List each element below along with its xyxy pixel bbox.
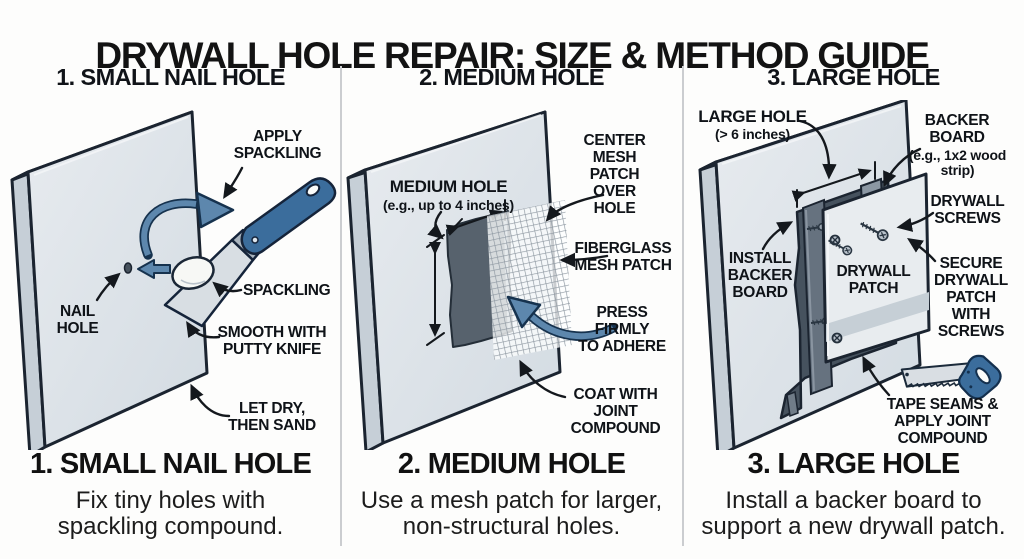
drywall-screw-icon bbox=[860, 222, 889, 242]
callout-let-dry: LET DRY, THEN SAND bbox=[228, 400, 316, 435]
callout-center-mesh: CENTER MESH PATCH OVER HOLE bbox=[583, 132, 646, 218]
footer-title: 3. LARGE HOLE bbox=[747, 448, 961, 480]
panel-2-header: 2. MEDIUM HOLE bbox=[419, 64, 604, 90]
spackling-blob bbox=[171, 256, 215, 290]
medium-hole-drawing bbox=[346, 110, 618, 450]
footer-title: 2. MEDIUM HOLE bbox=[397, 448, 626, 480]
large-hole-illustration: LARGE HOLE (> 6 inches) BACKER BOARD (e.… bbox=[683, 100, 1024, 450]
saw-icon bbox=[900, 354, 1002, 400]
callout-smooth: SMOOTH WITH PUTTY KNIFE bbox=[217, 324, 327, 359]
column-divider bbox=[682, 66, 684, 546]
footer-desc: Fix tiny holes with spackling compound. bbox=[57, 487, 284, 540]
panel-bevel bbox=[721, 105, 902, 165]
fiberglass-mesh-patch bbox=[487, 200, 572, 360]
callout-fiberglass: FIBERGLASS MESH PATCH bbox=[574, 240, 672, 275]
large-hole-drawing bbox=[698, 100, 1002, 450]
column-divider bbox=[340, 66, 342, 546]
dimension-arrows bbox=[791, 161, 876, 208]
small-hole-illustration: APPLY SPACKLING NAIL HOLE SPACKLING SMOO… bbox=[0, 100, 341, 450]
callout-spackling: SPACKLING bbox=[243, 282, 331, 299]
callout-medium-hole-sub: (e.g., up to 4 inches) bbox=[383, 197, 514, 213]
patch-screw-icon bbox=[831, 332, 843, 344]
press-arrow-icon bbox=[506, 295, 618, 341]
callout-tape-seams: TAPE SEAMS & APPLY JOINT COMPOUND bbox=[886, 396, 999, 448]
leader-arrows bbox=[761, 119, 937, 397]
panel-1-header: 1. SMALL NAIL HOLE bbox=[56, 64, 285, 90]
callout-press-firmly: PRESS FIRMLY TO ADHERE bbox=[578, 304, 666, 356]
callout-medium-hole: MEDIUM HOLE bbox=[389, 177, 508, 196]
push-arrow-icon bbox=[137, 259, 171, 279]
callout-apply-spackling: APPLY SPACKLING bbox=[233, 128, 322, 163]
callout-backer-board-sub: (e.g., 1x2 wood strip) bbox=[908, 147, 1007, 179]
leader-arrows bbox=[95, 166, 244, 418]
callout-drywall-screws: DRYWALL SCREWS bbox=[930, 193, 1005, 228]
panel-3-footer: 3. LARGE HOLE Install a backer board to … bbox=[683, 448, 1024, 539]
footer-desc: Install a backer board to support a new … bbox=[701, 487, 1006, 540]
putty-knife-icon bbox=[163, 177, 337, 328]
callout-drywall-patch: DRYWALL PATCH bbox=[836, 263, 911, 298]
panel-large-hole: 3. LARGE HOLE bbox=[683, 0, 1024, 559]
small-hole-drawing bbox=[10, 110, 337, 450]
drywall-screw-icon bbox=[828, 239, 853, 256]
callout-secure-patch: SECURE DRYWALL PATCH WITH SCREWS bbox=[934, 255, 1008, 341]
callout-nail-hole: NAIL HOLE bbox=[56, 303, 99, 338]
panel-small-nail-hole: 1. SMALL NAIL HOLE bbox=[0, 0, 341, 559]
page-title: DRYWALL HOLE REPAIR: SIZE & METHOD GUIDE bbox=[95, 34, 929, 76]
nail-hole bbox=[123, 262, 133, 274]
panel-1-footer: 1. SMALL NAIL HOLE Fix tiny holes with s… bbox=[0, 448, 341, 539]
motion-arrow-icon bbox=[139, 191, 235, 260]
callout-large-hole: LARGE HOLE bbox=[698, 107, 807, 126]
panel-bevel bbox=[33, 116, 189, 176]
medium-hole-illustration: MEDIUM HOLE (e.g., up to 4 inches) CENTE… bbox=[341, 100, 682, 450]
footer-title: 1. SMALL NAIL HOLE bbox=[30, 448, 312, 480]
leader-arrows bbox=[427, 193, 609, 399]
callout-large-hole-sub: (> 6 inches) bbox=[714, 126, 791, 142]
callout-install-backer: INSTALL BACKER BOARD bbox=[727, 250, 793, 302]
callout-backer-board: BACKER BOARD bbox=[924, 112, 990, 147]
panel-2-footer: 2. MEDIUM HOLE Use a mesh patch for larg… bbox=[341, 448, 682, 539]
footer-desc: Use a mesh patch for larger, non-structu… bbox=[360, 487, 663, 540]
callout-coat-joint: COAT WITH JOINT COMPOUND bbox=[570, 386, 661, 438]
panel-medium-hole: 2. MEDIUM HOLE bbox=[341, 0, 682, 559]
panel-bevel bbox=[370, 114, 542, 173]
panel-3-header: 3. LARGE HOLE bbox=[767, 64, 940, 90]
